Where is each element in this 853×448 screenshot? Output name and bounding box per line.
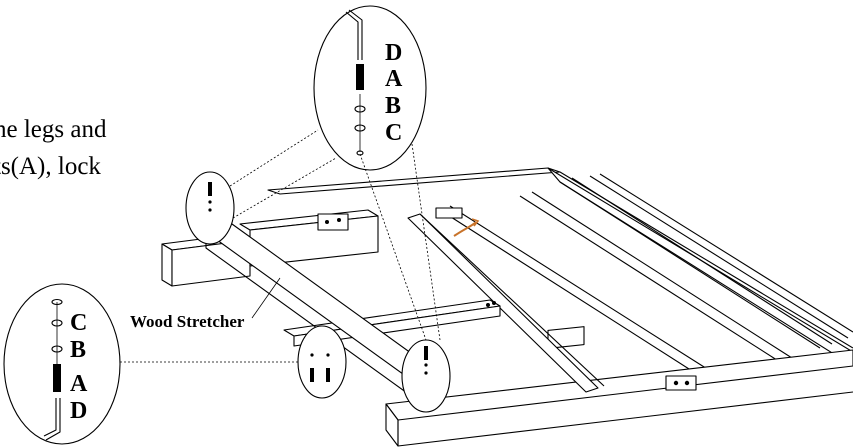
right-rail <box>547 167 853 367</box>
leader-lines <box>120 129 441 363</box>
left-letter-4: D <box>70 398 87 424</box>
left-letter-2: B <box>70 337 86 363</box>
top-detail-oval <box>313 5 427 171</box>
back-rail <box>267 167 561 195</box>
detail-oval-back-left <box>185 171 235 245</box>
top-letter-4: C <box>385 120 402 146</box>
washer-b-left <box>51 345 63 353</box>
bed-frame <box>161 167 853 447</box>
top-letter-3: B <box>385 93 401 119</box>
top-letter-1: D <box>385 40 402 66</box>
washer-c-left <box>51 319 63 327</box>
front-rail <box>385 349 853 421</box>
detail-oval-middle <box>297 325 347 399</box>
bolt-left <box>53 364 61 392</box>
top-detail-callout: D A B C <box>313 5 427 171</box>
left-letter-1: C <box>70 310 87 336</box>
left-detail-oval <box>3 283 121 445</box>
hardware-tag <box>435 207 463 219</box>
wood-stretcher-pointer <box>251 277 281 319</box>
instruction-line-2: ts(A), lock <box>0 153 101 180</box>
instruction-line-1: he legs and <box>0 116 107 143</box>
orange-arrow <box>453 221 477 237</box>
front-bracket-right <box>665 375 697 391</box>
back-bracket <box>317 213 349 231</box>
center-rail <box>407 213 599 393</box>
bolt-top <box>356 64 364 90</box>
wood-stretcher-label: Wood Stretcher <box>130 312 245 331</box>
allen-key-top <box>345 11 359 60</box>
top-letter-2: A <box>385 66 403 92</box>
left-letter-3: A <box>70 371 88 397</box>
allen-key-left <box>43 398 57 437</box>
left-detail-callout: C B A D <box>3 283 121 445</box>
slats <box>439 173 853 377</box>
